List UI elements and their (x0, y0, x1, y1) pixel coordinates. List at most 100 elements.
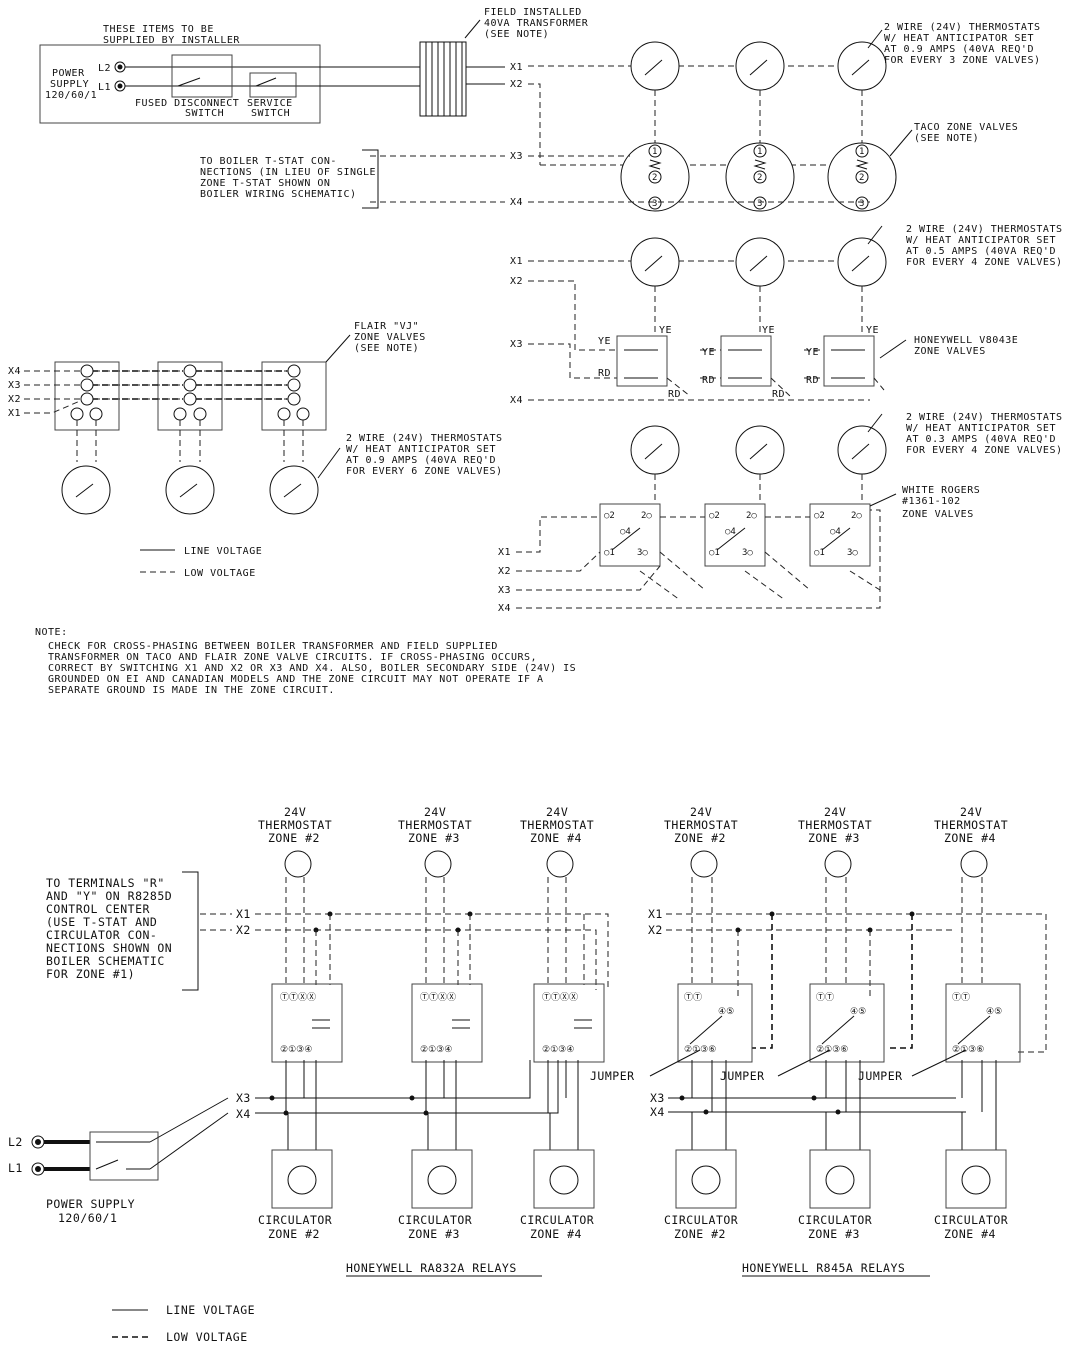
ra-tstat-2-title: THERMOSTAT (398, 818, 472, 832)
power-label: POWER (52, 68, 85, 79)
r8-tstat-1-title: THERMOSTAT (664, 818, 738, 832)
r8-circulator-1 (675, 1149, 737, 1209)
l1-label: L1 (98, 82, 111, 93)
transformer-windings (425, 42, 463, 116)
ra-x2-label: X2 (236, 923, 251, 937)
bottom-l2-terminal-dot (35, 1139, 41, 1145)
service-label: SERVICE (247, 98, 293, 109)
bottom-l1-terminal-dot (35, 1166, 41, 1172)
ra-tstat-2 (424, 850, 452, 878)
ra-line-bus (255, 1060, 559, 1114)
wr-x-wires (516, 509, 881, 609)
ra-circulator-1-motor (287, 1165, 317, 1195)
r8-relay-1 (677, 983, 753, 1063)
boiler-note-2: NECTIONS (IN LIEU OF SINGLE (200, 167, 376, 178)
bottom-legend: LINE VOLTAGE LOW VOLTAGE (112, 1303, 255, 1344)
flair-tstat-note-3: AT 0.9 AMPS (40VA REQ'D (346, 455, 496, 466)
ra-circ-2-zone: ZONE #3 (408, 1227, 460, 1241)
fused-disconnect-switch (177, 77, 228, 87)
ra-relay-2-bottom: ②①③④ (420, 1045, 452, 1055)
wr-x1-label: X1 (498, 547, 511, 558)
r8-tstat-2-title: THERMOSTAT (798, 818, 872, 832)
jumper-label-3: JUMPER (858, 1069, 903, 1083)
terminals-note-4: (USE T-STAT AND (46, 915, 157, 929)
r8-circulator-feeds (691, 1060, 997, 1150)
r8-tstat-drops (691, 877, 983, 1000)
taco-v1-n1: 1 (652, 147, 657, 157)
taco-x3-label: X3 (510, 151, 523, 162)
r8-circ-1-label: CIRCULATOR (664, 1213, 738, 1227)
bottom-power-wires (44, 1140, 90, 1171)
r8-tstat-3 (960, 850, 988, 878)
taco-v1-t2 (648, 170, 662, 184)
boiler-note-4: BOILER WIRING SCHEMATIC) (200, 189, 357, 200)
note-line-1: CHECK FOR CROSS-PHASING BETWEEN BOILER T… (48, 641, 498, 652)
ra-circ-2-label: CIRCULATOR (398, 1213, 472, 1227)
bottom-power-label-1: POWER SUPPLY (46, 1197, 135, 1211)
ra-tstat-2-zone: ZONE #3 (408, 831, 460, 845)
taco-x-wires (528, 65, 870, 166)
flair-valve-leader (325, 334, 351, 363)
flair-tstat-note-2: W/ HEAT ANTICIPATOR SET (346, 444, 496, 455)
r8-relay-3-bottom: ②①③⑥ (952, 1045, 984, 1055)
r8-line-bus (668, 1097, 966, 1113)
wr-valve-leader (869, 493, 897, 507)
wr-tstat-drops (654, 474, 863, 504)
v8043-rd-5: RD (772, 389, 785, 400)
bottom-disconnect (89, 1131, 159, 1181)
wr-x2-label: X2 (498, 566, 511, 577)
note-line-3: CORRECT BY SWITCHING X1 AND X2 OR X3 AND… (48, 663, 576, 674)
v8043-valve-3 (823, 335, 875, 387)
flair-v3-t1 (287, 392, 301, 406)
flair-x-wires (24, 370, 295, 400)
ra-x1-label: X1 (236, 907, 251, 921)
ra-relay-3-bottom: ②①③④ (542, 1045, 574, 1055)
wr-tstat-leader (867, 413, 883, 433)
top-legend-low-text: LOW VOLTAGE (184, 568, 256, 579)
r8-jumper-runs (752, 914, 913, 1049)
jumper-label-1: JUMPER (590, 1069, 635, 1083)
r845a-wiring: X1 X2 ⓉⓉ ⓉⓉ ⓉⓉ ④⑤ ④⑤ ④⑤ ②①③⑥ ②①③⑥ ②①③⑥ J… (590, 877, 1047, 1277)
taco-section: X1 X2 2 WIRE (24V) THERMOSTATS W/ HEAT A… (200, 22, 1040, 212)
r8-bus-junction-1 (679, 1095, 685, 1101)
installer-note-line-1: THESE ITEMS TO BE (103, 24, 214, 35)
ra-x-wires (200, 913, 609, 990)
wr-valves-label-1: WHITE ROGERS (902, 485, 980, 496)
v8043-rd-1: RD (598, 368, 611, 379)
r8-tstat-3-24v: 24V (960, 805, 982, 819)
flair-x1-label: X1 (8, 408, 21, 419)
ra-bus-junction-1 (269, 1095, 275, 1101)
r8-x3-label: X3 (650, 1091, 665, 1105)
r8-relay-3 (945, 983, 1021, 1063)
installer-box (39, 44, 321, 124)
r8-tstat-2 (824, 850, 852, 878)
bottom-legend-line-text: LINE VOLTAGE (166, 1303, 255, 1317)
r8-x-wires (666, 913, 1047, 1053)
flair-v2-t5 (193, 407, 207, 421)
power-supply-section: THESE ITEMS TO BE SUPPLIED BY INSTALLER … (39, 24, 420, 124)
r8-circulator-2-motor (825, 1165, 855, 1195)
r8-bus-junction-4 (835, 1109, 841, 1115)
taco-tstat-note-3: AT 0.9 AMPS (40VA REQ'D (884, 44, 1034, 55)
wr-v3-t2: ○2 (814, 511, 825, 521)
taco-v3-n2: 2 (859, 173, 864, 183)
ra-relay-2-top: ⓉⓉⓍⓍ (420, 992, 456, 1003)
service-switch-box (249, 72, 297, 98)
ra-relay-2 (411, 983, 483, 1063)
bottom-disconnect-switch (95, 1141, 150, 1170)
boiler-bracket (362, 149, 379, 209)
r8-relay-2 (809, 983, 885, 1063)
r8-tstat-1-24v: 24V (690, 805, 712, 819)
flair-v3-t2 (287, 378, 301, 392)
wr-v1-t2: ○2 (604, 511, 615, 521)
ra832a-wiring: TO TERMINALS "R" AND "Y" ON R8285D CONTR… (46, 871, 609, 1063)
taco-thermostats (630, 41, 887, 91)
jumper-leaders (649, 1049, 967, 1077)
terminals-note-6: NECTIONS SHOWN ON (46, 941, 172, 955)
v8043-x2-label: X2 (510, 276, 523, 287)
v8043-ye-1: YE (659, 325, 672, 336)
r8-circ-3-label: CIRCULATOR (934, 1213, 1008, 1227)
ra-circulator-3 (533, 1149, 595, 1209)
ra-x4-label: X4 (236, 1107, 251, 1121)
